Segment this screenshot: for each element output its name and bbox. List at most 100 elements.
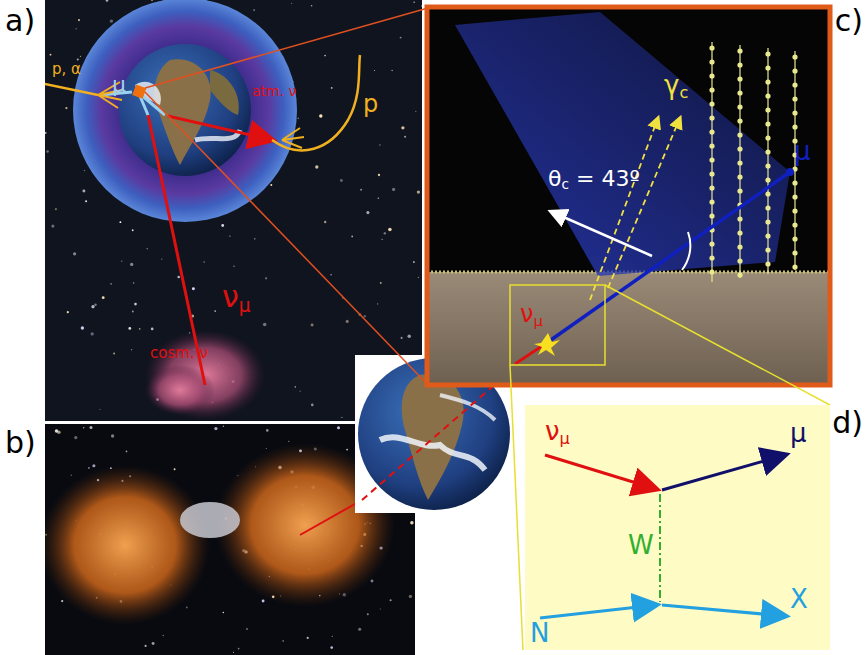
star (401, 126, 404, 129)
optical-module (709, 115, 714, 120)
star (83, 427, 84, 428)
star (390, 599, 392, 601)
star (102, 296, 105, 299)
particle-label: μ (794, 138, 811, 164)
star (384, 232, 386, 234)
star (111, 434, 114, 437)
optical-module (709, 87, 714, 92)
optical-module (709, 143, 714, 148)
star (391, 70, 392, 71)
star (380, 608, 381, 609)
optical-module (709, 185, 714, 190)
star (311, 404, 314, 407)
optical-module (765, 219, 770, 224)
star (126, 451, 128, 453)
star (233, 652, 234, 653)
optical-module (709, 59, 714, 64)
star (413, 2, 414, 3)
angle-label: θc = 43º (548, 168, 640, 192)
star (253, 9, 255, 11)
star (388, 228, 392, 232)
star (91, 332, 94, 335)
optical-module (765, 191, 770, 196)
star (147, 248, 148, 249)
star (85, 200, 87, 202)
star (65, 107, 67, 109)
star (134, 303, 137, 306)
star (78, 19, 80, 21)
star (415, 111, 416, 112)
optical-module (792, 222, 797, 227)
particle-label: X (790, 586, 808, 612)
star (298, 117, 299, 118)
star (77, 59, 79, 61)
star (263, 323, 267, 327)
star (192, 287, 195, 290)
star (73, 252, 76, 255)
optical-module (737, 118, 742, 123)
star (265, 277, 267, 279)
star (366, 211, 369, 214)
panel-letter: c) (835, 6, 863, 36)
subscript: c (561, 176, 569, 192)
star (299, 391, 300, 392)
optical-module (792, 110, 797, 115)
symbol-rest: = 43º (569, 166, 640, 191)
optical-module (709, 129, 714, 134)
star (246, 628, 248, 630)
star (145, 645, 147, 647)
star (67, 311, 69, 313)
star (337, 426, 340, 429)
star (340, 179, 343, 182)
star (132, 229, 134, 231)
star (133, 282, 134, 283)
optical-module (709, 101, 714, 106)
optical-module (765, 51, 770, 56)
subscript: μ (239, 295, 251, 316)
optical-module (709, 171, 714, 176)
star (346, 449, 348, 451)
star (152, 642, 155, 645)
particle-label: νμ (545, 418, 570, 447)
symbol: θ (548, 166, 561, 191)
optical-module (765, 79, 770, 84)
star (113, 353, 115, 355)
optical-module (765, 93, 770, 98)
optical-module (792, 82, 797, 87)
star (223, 612, 225, 614)
star (404, 136, 406, 138)
particle-label: μ (112, 74, 126, 96)
star (46, 150, 49, 153)
star (214, 427, 217, 430)
optical-module (737, 188, 742, 193)
star (360, 189, 362, 191)
star (311, 5, 313, 7)
star (409, 595, 412, 598)
optical-module (765, 65, 770, 70)
subscript: μ (533, 312, 542, 330)
star (418, 277, 419, 278)
optical-module (709, 241, 714, 246)
optical-module (737, 244, 742, 249)
star (332, 636, 333, 637)
star (315, 165, 318, 168)
optical-module (709, 269, 714, 274)
star (238, 648, 240, 650)
particle-label: N (530, 620, 549, 646)
source-label: cosm. ν (150, 346, 208, 361)
star (92, 464, 95, 467)
optical-module (709, 73, 714, 78)
particle-label: p (363, 92, 378, 116)
optical-module (737, 258, 742, 263)
star (51, 225, 54, 228)
optical-module (765, 177, 770, 182)
optical-module (737, 216, 742, 221)
star (407, 335, 410, 338)
panel-letter: a) (5, 6, 35, 36)
star (377, 197, 379, 199)
star (330, 646, 333, 649)
optical-module (709, 213, 714, 218)
star (57, 430, 61, 434)
